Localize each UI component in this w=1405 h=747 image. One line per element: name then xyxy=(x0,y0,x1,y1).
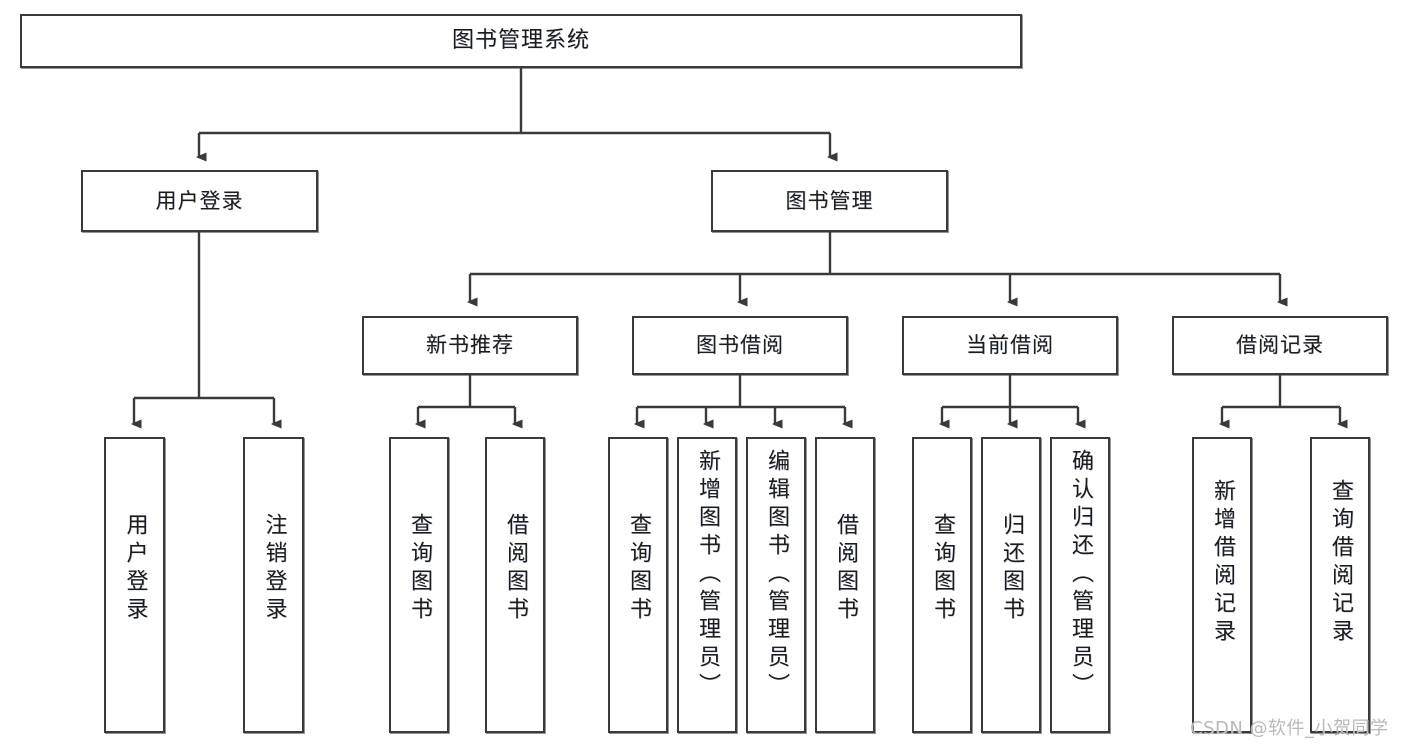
leaf-record-add-borrow-record[interactable]: 新增借阅记录 xyxy=(1192,437,1252,733)
leaf-user-login[interactable]: 用户登录 xyxy=(104,437,165,733)
leaf-user-logout[interactable]: 注销登录 xyxy=(243,437,304,733)
node-borrow-record[interactable]: 借阅记录 xyxy=(1172,316,1388,375)
leaf-current-confirm-return-admin[interactable]: 确认归还（管理员） xyxy=(1050,437,1110,733)
node-label: 新增借阅记录 xyxy=(1210,479,1235,647)
node-root-system[interactable]: 图书管理系统 xyxy=(20,14,1022,68)
node-label: 图书管理系统 xyxy=(451,28,590,54)
node-label: 注销登录 xyxy=(261,513,287,625)
node-label: 新增图书（管理员） xyxy=(695,449,720,701)
leaf-borrow-add-book-admin[interactable]: 新增图书（管理员） xyxy=(677,437,737,733)
node-label: 新书推荐 xyxy=(426,333,514,358)
leaf-borrow-query-book[interactable]: 查询图书 xyxy=(608,437,668,733)
node-label: 查询图书 xyxy=(626,513,651,625)
node-label: 当前借阅 xyxy=(966,333,1054,358)
node-label: 查询图书 xyxy=(930,513,955,625)
leaf-current-query-book[interactable]: 查询图书 xyxy=(912,437,972,733)
node-label: 编辑图书（管理员） xyxy=(764,449,789,701)
leaf-current-return-book[interactable]: 归还图书 xyxy=(981,437,1041,733)
node-book-management-module[interactable]: 图书管理 xyxy=(711,170,948,232)
node-label: 查询图书 xyxy=(407,513,432,625)
node-label: 归还图书 xyxy=(999,513,1024,625)
leaf-record-query-borrow-record[interactable]: 查询借阅记录 xyxy=(1310,437,1370,733)
node-label: 图书管理 xyxy=(785,188,874,213)
csdn-watermark: CSDN @软件_小贺同学 xyxy=(1190,718,1389,739)
node-label: 借阅图书 xyxy=(503,513,528,625)
node-label: 图书借阅 xyxy=(696,333,784,358)
node-user-login-module[interactable]: 用户登录 xyxy=(81,170,318,232)
node-label: 查询借阅记录 xyxy=(1328,479,1353,647)
leaf-recommend-borrow-book[interactable]: 借阅图书 xyxy=(485,437,545,733)
leaf-recommend-query-book[interactable]: 查询图书 xyxy=(389,437,449,733)
node-label: 用户登录 xyxy=(122,513,148,625)
node-current-borrow[interactable]: 当前借阅 xyxy=(902,316,1118,375)
node-new-book-recommend[interactable]: 新书推荐 xyxy=(362,316,578,375)
node-book-borrow[interactable]: 图书借阅 xyxy=(632,316,848,375)
leaf-borrow-edit-book-admin[interactable]: 编辑图书（管理员） xyxy=(746,437,806,733)
node-label: 用户登录 xyxy=(155,188,244,213)
node-label: 借阅图书 xyxy=(833,513,858,625)
leaf-borrow-borrow-book[interactable]: 借阅图书 xyxy=(815,437,875,733)
node-label: 确认归还（管理员） xyxy=(1068,449,1093,701)
node-label: 借阅记录 xyxy=(1236,333,1324,358)
